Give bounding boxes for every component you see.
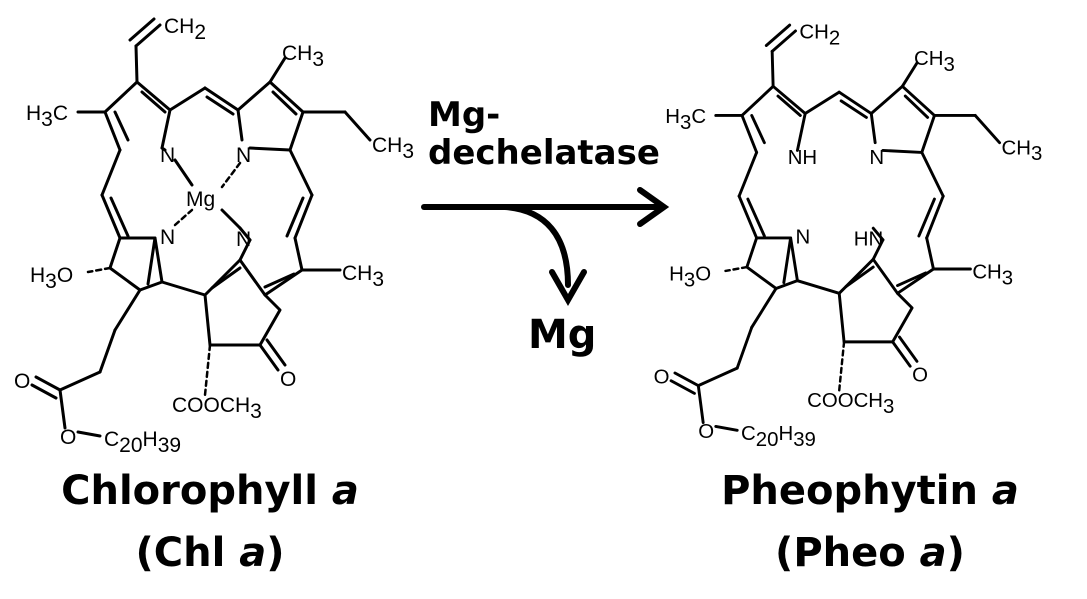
product-name: Pheophytin a [721, 468, 1019, 514]
pheophytin-a-structure: NH N N HN CH2 CH3 H3C CH3 CH3 H3O O O O … [654, 22, 1043, 451]
product-abbreviation: (Pheo a) [775, 530, 965, 576]
atom-hn: HN [854, 229, 883, 251]
atom-o: O [912, 365, 928, 387]
atom-n: N [236, 144, 251, 167]
atom-o: O [60, 426, 76, 449]
atom-label: CH3 [282, 42, 324, 71]
atom-label: CH3 [342, 262, 384, 291]
atom-o: O [280, 368, 296, 391]
atom-label: CH2 [164, 15, 206, 44]
atom-label: C20H39 [741, 423, 816, 451]
enzyme-label-line1: Mg- [428, 95, 501, 135]
atom-n: N [869, 147, 884, 169]
enzyme-label: Mg- dechelatase [428, 96, 660, 172]
released-mg-label: Mg [528, 312, 597, 358]
atom-label: CH3 [372, 134, 414, 163]
enzyme-label-line2: dechelatase [428, 133, 660, 173]
atom-label: CH2 [799, 22, 840, 50]
atom-o: O [654, 367, 670, 389]
atom-n: N [795, 227, 810, 249]
mg-center-label: Mg [186, 188, 215, 211]
atom-label: CH3 [914, 48, 955, 76]
atom-label: H3O [30, 264, 73, 293]
reactant-abbreviation: (Chl a) [135, 530, 285, 576]
atom-label: COOCH3 [807, 390, 894, 418]
atom-label: H3O [669, 264, 711, 292]
atom-label: H3C [26, 102, 68, 131]
reactant-name: Chlorophyll a [61, 468, 359, 514]
atom-o: O [14, 370, 30, 393]
atom-o: O [698, 421, 714, 443]
atom-label: C20H39 [104, 428, 181, 457]
atom-n: N [236, 228, 251, 251]
atom-label: COOCH3 [172, 394, 262, 423]
atom-label: H3C [665, 106, 706, 134]
atom-nh: NH [788, 147, 817, 169]
atom-label: CH3 [972, 262, 1013, 290]
atom-n: N [160, 226, 175, 249]
chlorophyll-a-structure: N N N N Mg CH2 CH3 H3C CH3 CH3 H3O O O O… [14, 15, 414, 457]
atom-n: N [160, 144, 175, 167]
atom-label: CH3 [1001, 137, 1042, 165]
